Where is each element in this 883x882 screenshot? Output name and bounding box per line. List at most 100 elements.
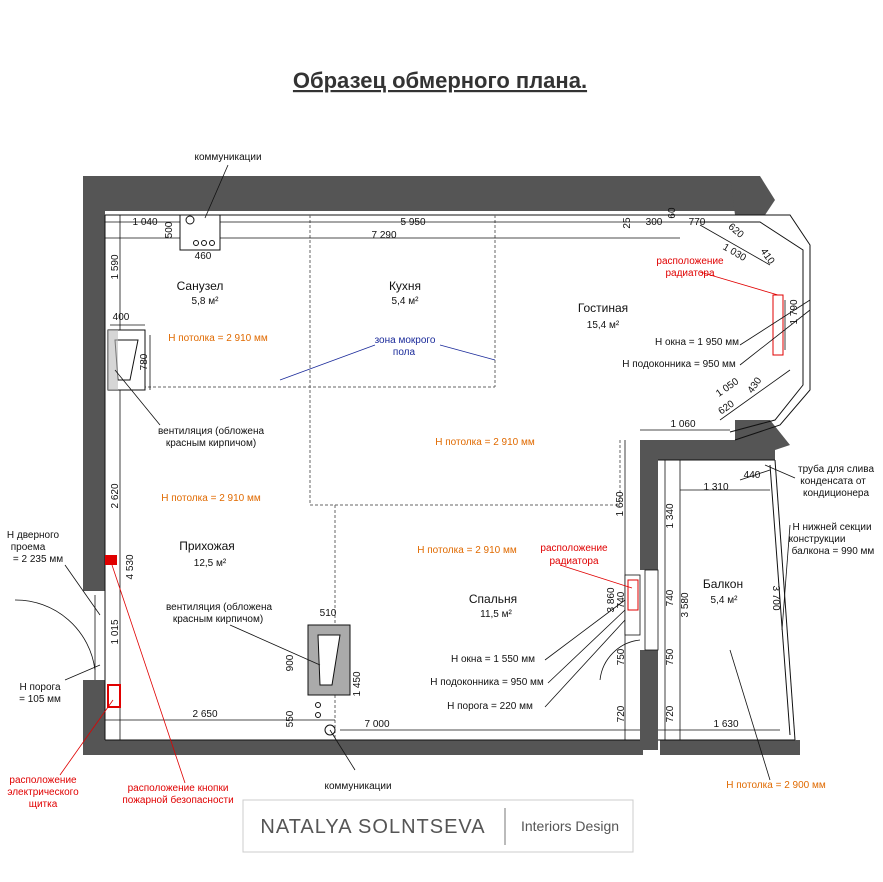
dim-620-bottom: 620 — [717, 398, 737, 417]
walls — [83, 176, 800, 755]
radiator2-label-2: радиатора — [549, 556, 598, 567]
vent1-label-1: вентиляция (обложена — [158, 425, 265, 437]
dim-1450: 1 450 — [352, 671, 363, 696]
communications-bottom — [315, 702, 336, 736]
dim-1310: 1 310 — [703, 482, 728, 493]
dim-3580: 3 580 — [680, 592, 691, 617]
ventilation-shaft-2 — [307, 624, 351, 696]
dim-3860: 3 860 — [606, 587, 617, 612]
label-communications-top: коммуникации — [194, 152, 261, 163]
dim-1340: 1 340 — [665, 503, 676, 528]
dim-60: 60 — [667, 207, 678, 219]
dim-25: 25 — [622, 217, 633, 229]
pipe-label-1: труба для слива — [798, 463, 874, 475]
red-pointers — [59, 271, 779, 784]
pipe-label-3: кондиционера — [803, 488, 870, 499]
wet-zone-arrows — [279, 344, 496, 381]
window-height-bedroom: Н окна = 1 550 мм — [451, 654, 535, 665]
wet-zone-label-2: пола — [393, 347, 416, 358]
dim-1590: 1 590 — [110, 254, 121, 279]
dim-770: 770 — [689, 217, 706, 228]
dim-1790: 1 790 — [789, 299, 800, 324]
radiator1-label-2: радиатора — [665, 268, 714, 279]
dim-2650: 2 650 — [192, 709, 217, 720]
threshold-bedroom: Н порога = 220 мм — [447, 701, 533, 712]
room-name-balkon: Балкон — [703, 577, 743, 591]
dim-1060: 1 060 — [670, 419, 695, 430]
room-area-sanuzel: 5,8 м² — [192, 296, 220, 307]
dim-720-left: 720 — [616, 705, 627, 722]
pointers — [64, 164, 811, 781]
room-name-spalnya: Спальня — [469, 592, 517, 606]
dim-510: 510 — [320, 608, 337, 619]
sill-height-living: Н подоконника = 950 мм — [622, 359, 736, 370]
dim-750-left: 750 — [616, 648, 627, 665]
dim-750-right: 750 — [665, 648, 676, 665]
panel-label-2: электрического — [7, 787, 79, 798]
room-area-prihozhaya: 12,5 м² — [194, 558, 227, 569]
logo-sub: Interiors Design — [521, 818, 619, 834]
balcony-section-3: балкона = 990 мм — [792, 545, 875, 557]
ceiling-balcony: Н потолка = 2 900 мм — [726, 780, 826, 791]
door-height-3: = 2 235 мм — [13, 554, 63, 565]
dim-900: 900 — [285, 654, 296, 671]
balcony-section-1: Н нижней секции — [792, 522, 871, 533]
dim-4530: 4 530 — [125, 554, 136, 579]
dim-400: 400 — [113, 312, 130, 323]
annotations: коммуникации коммуникации Н потолка = 2 … — [7, 152, 875, 810]
door-height-1: Н дверного — [7, 530, 60, 541]
fire-button-marker — [105, 555, 117, 565]
electric-panel-marker — [107, 684, 121, 708]
dim-7290: 7 290 — [371, 230, 396, 241]
room-area-balkon: 5,4 м² — [711, 595, 739, 606]
vent1-label-2: красным кирпичом) — [166, 438, 256, 449]
radiator-living — [772, 294, 784, 356]
panel-label-1: расположение — [9, 775, 77, 786]
room-name-kuhnya: Кухня — [389, 279, 421, 293]
ceiling-kitchen: Н потолка = 2 910 мм — [435, 437, 535, 448]
dim-5950: 5 950 — [400, 217, 425, 228]
radiator2-label-1: расположение — [540, 543, 608, 554]
label-communications-bottom: коммуникации — [324, 781, 391, 792]
dim-500: 500 — [164, 221, 175, 238]
fire-label-1: расположение кнопки — [128, 783, 229, 794]
pipe-label-2: конденсата от — [800, 476, 866, 487]
dim-620-top: 620 — [726, 222, 746, 241]
dim-1650: 1 650 — [615, 491, 626, 516]
dim-1030: 1 030 — [721, 242, 749, 264]
dim-740-right: 740 — [665, 589, 676, 606]
entrance-door — [14, 595, 96, 680]
dim-1040: 1 040 — [132, 217, 157, 228]
dim-1630: 1 630 — [713, 719, 738, 730]
dim-1050: 1 050 — [714, 376, 741, 400]
inner-lines — [104, 214, 811, 741]
panel-label-3: щитка — [29, 799, 58, 810]
ceiling-bedroom: Н потолка = 2 910 мм — [417, 545, 517, 556]
window-height-living: Н окна = 1 950 мм — [655, 337, 739, 348]
dim-740-left: 740 — [616, 591, 627, 608]
dim-550: 550 — [285, 710, 296, 727]
radiator1-label-1: расположение — [656, 256, 724, 267]
vent2-label-2: красным кирпичом) — [173, 614, 263, 625]
communications-top — [179, 214, 221, 251]
wet-zone-label-1: зона мокрого — [375, 335, 436, 346]
dim-780: 780 — [139, 353, 150, 370]
balcony-section-2: конструкции — [789, 534, 846, 545]
room-area-gostinaya: 15,4 м² — [587, 320, 620, 331]
ventilation-shaft-1 — [107, 329, 146, 391]
ceiling-sanuzel: Н потолка = 2 910 мм — [168, 333, 268, 344]
room-area-spalnya: 11,5 м² — [480, 609, 512, 620]
room-name-prihozhaya: Прихожая — [179, 539, 235, 553]
threshold-1: Н порога — [19, 682, 61, 693]
dimension-values: 1 040 5 950 7 290 25 300 60 770 620 1 03… — [110, 207, 800, 730]
fire-label-2: пожарной безопасности — [122, 794, 233, 806]
dim-460: 460 — [195, 251, 212, 262]
room-name-sanuzel: Санузел — [177, 279, 224, 293]
room-area-kuhnya: 5,4 м² — [392, 296, 420, 307]
dim-3700: 3 700 — [770, 585, 781, 610]
radiator-bedroom — [627, 579, 639, 611]
balcony-door — [644, 569, 659, 651]
ceiling-hall: Н потолка = 2 910 мм — [161, 493, 261, 504]
page-title: Образец обмерного плана. — [293, 68, 587, 93]
dim-720-right: 720 — [665, 705, 676, 722]
